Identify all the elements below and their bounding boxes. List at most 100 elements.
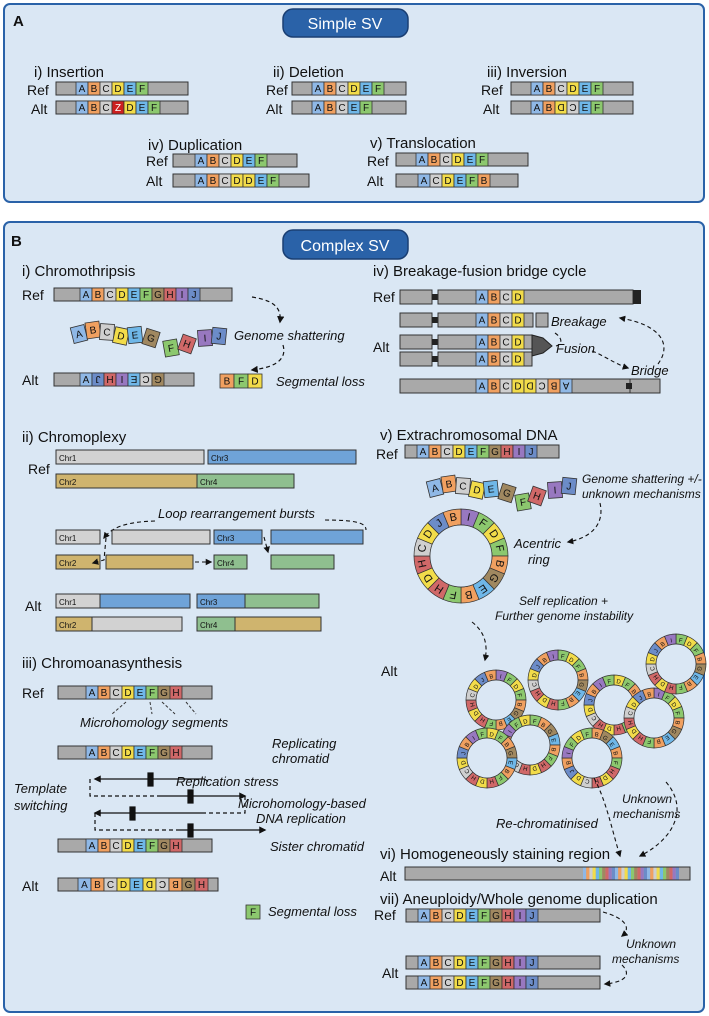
segment-label-D: D bbox=[514, 382, 521, 393]
segment-label-H: H bbox=[172, 688, 179, 699]
insertion-title: i) Insertion bbox=[34, 64, 104, 81]
segment-label-D: D bbox=[233, 176, 240, 187]
segment-label-I: I bbox=[519, 958, 522, 969]
segment-label-F: F bbox=[238, 377, 244, 388]
segment-label-D: D bbox=[251, 377, 258, 388]
segment-D bbox=[247, 373, 263, 389]
segment-label-C: C bbox=[502, 338, 509, 349]
segment-label-C: C bbox=[107, 880, 114, 891]
segment-label-D: D bbox=[124, 748, 131, 759]
chromothripsis-alt-label: Alt bbox=[22, 372, 38, 388]
duplication-title: iv) Duplication bbox=[148, 137, 242, 154]
deletion-title: ii) Deletion bbox=[273, 64, 344, 81]
segment-label-E: E bbox=[127, 84, 134, 95]
fragment-J: J bbox=[210, 326, 228, 346]
chr3-alt-label: Chr3 bbox=[200, 598, 218, 607]
fragment-E: E bbox=[482, 479, 500, 499]
ring-hole bbox=[655, 643, 697, 685]
chr4-ref-bar bbox=[196, 473, 295, 489]
segment-label-A: A bbox=[479, 293, 486, 304]
segment-D bbox=[511, 289, 525, 305]
hsr-stripe-I bbox=[672, 867, 676, 880]
complex-sv-title-box bbox=[282, 229, 409, 260]
fragment-D: D bbox=[112, 326, 130, 346]
chromoplexy-alt-label: Alt bbox=[25, 598, 41, 614]
segment-label-B: B bbox=[172, 878, 179, 889]
segment-F bbox=[162, 338, 180, 358]
fragment-F: F bbox=[514, 492, 532, 512]
fragment-H: H bbox=[177, 333, 197, 355]
segment-label-A: A bbox=[89, 748, 96, 759]
segment-F bbox=[371, 81, 385, 96]
panel-b-letter: B bbox=[11, 233, 22, 250]
segment-label-E: E bbox=[137, 841, 144, 852]
segment-label-D: D bbox=[456, 958, 463, 969]
segment-label-C: C bbox=[338, 84, 345, 95]
fragment-B: B bbox=[440, 474, 458, 494]
segment-label-B: B bbox=[224, 377, 231, 388]
segment-label-C: C bbox=[142, 373, 149, 384]
chromoplexy-title: ii) Chromoplexy bbox=[22, 429, 127, 446]
chromoplexy-ref: Chr1 Chr3 Chr2 Chr4 bbox=[55, 449, 357, 489]
segment-label-B: B bbox=[433, 958, 440, 969]
segment-label-F: F bbox=[594, 103, 600, 114]
segment-label-F: F bbox=[481, 911, 487, 922]
unknown-mech-label-2: mechanisms bbox=[613, 807, 680, 821]
segment-label-F: F bbox=[167, 343, 175, 355]
hsr-stripe-E bbox=[659, 867, 663, 880]
chr3-seg-b bbox=[270, 529, 364, 545]
segment-label-F: F bbox=[151, 103, 157, 114]
segment-label-D: D bbox=[124, 841, 131, 852]
segment-H bbox=[169, 838, 183, 853]
bfb-title: iv) Breakage-fusion bridge cycle bbox=[373, 263, 586, 280]
segment-label-D: D bbox=[455, 447, 462, 458]
segment-label-E: E bbox=[139, 103, 146, 114]
segment-label-B: B bbox=[491, 355, 498, 366]
segment-label-B: B bbox=[491, 316, 498, 327]
segment-label-F: F bbox=[480, 447, 486, 458]
chr2-seg-a-label: Chr2 bbox=[59, 559, 77, 568]
segment-label-D: D bbox=[569, 84, 576, 95]
segment-label-D: D bbox=[557, 101, 564, 112]
replicating-label-2: chromatid bbox=[272, 751, 330, 766]
insertion-ref-label: Ref bbox=[27, 82, 49, 98]
segment-label-B: B bbox=[491, 382, 498, 393]
segment-label-B: B bbox=[94, 880, 101, 891]
segment-F bbox=[590, 100, 604, 115]
segment-label-B: B bbox=[210, 176, 217, 187]
segment-label-B: B bbox=[546, 103, 553, 114]
segment-label-A: A bbox=[83, 290, 90, 301]
segment-label-B: B bbox=[89, 325, 97, 337]
segment-label-G: G bbox=[160, 841, 168, 852]
segment-E bbox=[126, 325, 144, 345]
segment-label-C: C bbox=[442, 155, 449, 166]
simple-sv-title-box bbox=[282, 8, 409, 38]
segment-label-D: D bbox=[146, 878, 153, 889]
segment-label-E: E bbox=[468, 447, 475, 458]
segment-label-C: C bbox=[557, 84, 564, 95]
hsr-stripe-G bbox=[634, 867, 638, 880]
segment-label-H: H bbox=[504, 958, 511, 969]
chr3-seg-a-label: Chr3 bbox=[217, 534, 235, 543]
segment-label-A: A bbox=[83, 375, 90, 386]
chromothripsis-title: i) Chromothripsis bbox=[22, 263, 135, 280]
segment-label-B: B bbox=[491, 338, 498, 349]
translocation-ref-label: Ref bbox=[367, 153, 389, 169]
segment-label-C: C bbox=[112, 688, 119, 699]
segment-label-C: C bbox=[112, 841, 119, 852]
segment-label-B: B bbox=[433, 978, 440, 989]
segment-label-E: E bbox=[137, 748, 144, 759]
centromere bbox=[626, 383, 632, 389]
segment-label-C: C bbox=[432, 176, 439, 187]
segment-label-A: A bbox=[315, 103, 322, 114]
segment-label-A: A bbox=[421, 978, 428, 989]
insertion-alt-label: Alt bbox=[31, 101, 47, 117]
